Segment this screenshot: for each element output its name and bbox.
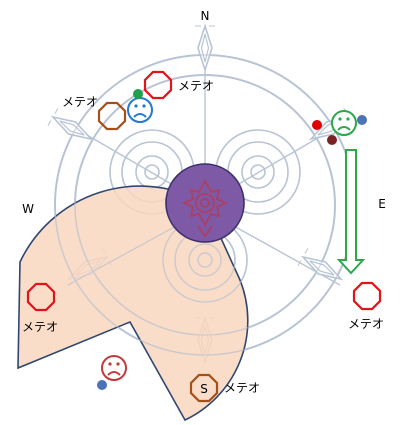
label-meteor-top: メテオ bbox=[178, 79, 214, 93]
meteor-west-icon bbox=[26, 282, 56, 312]
ornament-northwest bbox=[46, 107, 98, 149]
meteor-top-icon bbox=[143, 70, 173, 100]
label-meteor-left: メテオ bbox=[62, 95, 98, 109]
aoe-cone bbox=[17, 185, 249, 422]
boss bbox=[165, 163, 245, 243]
meteor-left-icon bbox=[97, 101, 127, 131]
boss-rune-icon bbox=[181, 178, 229, 238]
compass-north: N bbox=[201, 9, 210, 23]
compass-east: E bbox=[378, 197, 386, 211]
ornament-southeast bbox=[296, 247, 348, 289]
label-meteor-west: メテオ bbox=[22, 320, 58, 334]
dot-red bbox=[312, 120, 322, 130]
ornament-north bbox=[194, 25, 216, 71]
label-meteor-right: メテオ bbox=[348, 317, 384, 331]
sad-face-red-icon bbox=[101, 355, 127, 381]
dot-darkred bbox=[327, 135, 337, 145]
dot-green bbox=[133, 89, 143, 99]
label-meteor-south: メテオ bbox=[224, 381, 260, 395]
sad-face-green-icon bbox=[331, 110, 357, 136]
south-marker: S bbox=[200, 382, 208, 396]
sad-face-blue-icon bbox=[127, 97, 153, 123]
compass-west: W bbox=[22, 202, 34, 216]
spoke-northwest bbox=[74, 127, 174, 186]
down-arrow-icon bbox=[336, 149, 366, 275]
dot-blue-east bbox=[357, 115, 367, 125]
dot-blue-south bbox=[97, 380, 107, 390]
meteor-south-icon bbox=[189, 373, 219, 403]
meteor-right-icon bbox=[352, 281, 382, 311]
boss-circle bbox=[165, 163, 245, 243]
